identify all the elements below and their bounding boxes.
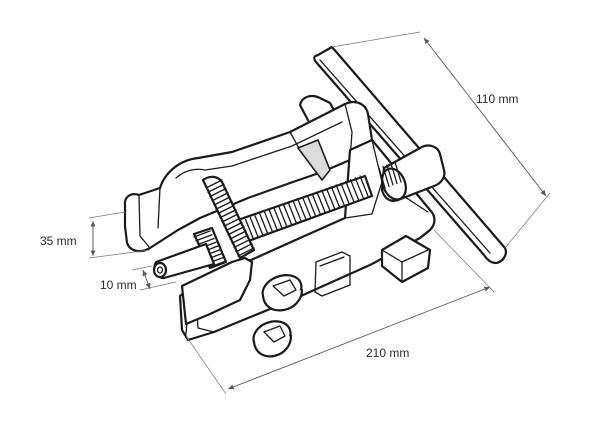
thread-line	[386, 164, 394, 186]
thread-line	[225, 221, 243, 232]
thread-line	[244, 218, 255, 241]
thread-line	[278, 206, 288, 228]
thread-line	[340, 182, 350, 204]
thread-line	[237, 247, 255, 257]
thread-line	[211, 192, 229, 202]
thread-line	[345, 180, 355, 203]
thread-line	[259, 213, 269, 235]
thread-line	[325, 188, 336, 210]
thread-line	[273, 207, 283, 230]
thread-line	[209, 260, 227, 268]
thread-line	[378, 167, 386, 189]
thread-line	[215, 200, 233, 210]
adjustment-nut	[380, 234, 432, 284]
thread-line	[306, 195, 317, 217]
thread-line	[207, 183, 225, 193]
thread-line	[249, 216, 259, 239]
thread-line	[205, 179, 223, 189]
lower-jaw	[180, 256, 254, 326]
dimension-height: 110 mm	[331, 31, 551, 249]
thread-line	[229, 230, 247, 240]
thread-line	[335, 184, 345, 206]
thread-line	[263, 211, 274, 233]
thread-line	[283, 204, 293, 226]
dimension-length-label: 210 mm	[366, 346, 409, 360]
cap-screw-lower	[252, 320, 293, 358]
thread-line	[316, 191, 326, 213]
thread-line	[223, 217, 241, 227]
thread-line	[193, 230, 211, 238]
thread-line	[227, 226, 245, 236]
thread-line	[311, 193, 321, 215]
thread-line	[302, 197, 312, 219]
thread-line	[330, 186, 341, 208]
dimension-length: 210 mm	[185, 229, 495, 395]
thread-line	[233, 238, 251, 249]
thread-line	[297, 198, 307, 221]
thread-line	[231, 234, 249, 244]
thread-line	[268, 209, 279, 231]
thread-line	[197, 237, 215, 246]
thread-line	[219, 209, 237, 219]
dimension-jaw-tip: 10 mm	[100, 265, 177, 292]
thread-line	[213, 196, 231, 206]
thread-line	[382, 165, 390, 188]
thread-line	[349, 178, 360, 201]
thread-line	[217, 204, 235, 215]
thread-line	[359, 175, 369, 197]
thread-line	[292, 200, 302, 222]
clamp-screw	[201, 175, 256, 260]
thread-line	[209, 187, 227, 198]
dimension-height-label: 110 mm	[476, 92, 518, 106]
thread-line	[221, 213, 239, 223]
dimension-jaw-opening-label: 35 mm	[40, 234, 77, 248]
thread-line	[235, 243, 253, 253]
jaw-tip-pin	[152, 242, 216, 280]
thread-line	[254, 215, 264, 237]
thread-line	[287, 202, 298, 224]
thread-line	[321, 189, 331, 212]
thread-line	[394, 161, 402, 183]
thread-line	[390, 162, 398, 185]
dimension-jaw-opening: 35 mm	[40, 211, 151, 259]
dimension-jaw-tip-label: 10 mm	[100, 278, 137, 292]
thread-line	[195, 234, 213, 242]
thread-line	[354, 177, 364, 199]
